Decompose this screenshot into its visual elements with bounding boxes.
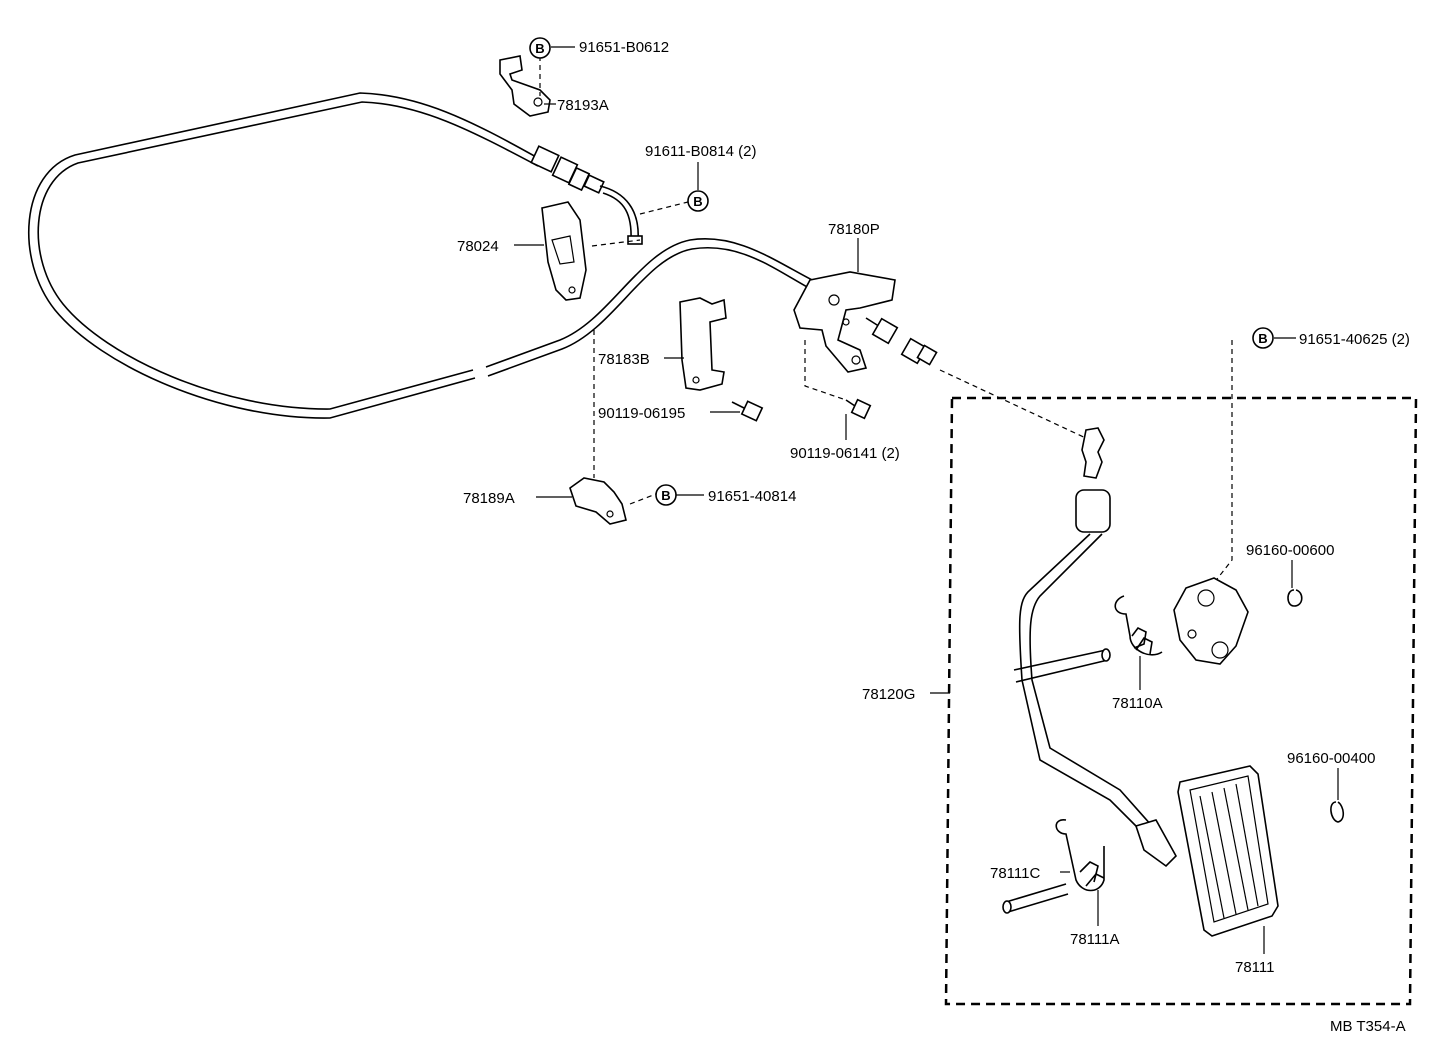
svg-text:B: B: [1258, 331, 1267, 346]
bolt-marker-b-4: B: [1252, 327, 1274, 349]
assembly-leaders: [539, 56, 1233, 589]
bracket-78024: [541, 201, 587, 301]
pedal-lever-78120G: [1013, 427, 1177, 868]
label-96160-00600: 96160-00600: [1246, 542, 1334, 559]
accelerator-cable: [28, 92, 823, 419]
bolt-marker-b-1: B: [529, 37, 551, 59]
e-ring-96160-00600: [1287, 589, 1303, 607]
label-90119-06195: 90119-06195: [598, 405, 685, 422]
svg-text:B: B: [693, 194, 702, 209]
clip-78193A: [499, 55, 551, 117]
bolt-marker-b-3: B: [655, 484, 677, 506]
clamp-78189A: [569, 477, 627, 525]
label-78120G: 78120G: [862, 686, 915, 703]
label-91651-40814: 91651-40814: [708, 488, 796, 505]
label-96160-00400: 96160-00400: [1287, 750, 1375, 767]
bracket-78183B: [679, 297, 727, 391]
label-78180P: 78180P: [828, 221, 880, 238]
pedal-pad-78111: [1177, 765, 1279, 937]
diagram-code: MB T354-A: [1330, 1018, 1406, 1035]
label-78110A: 78110A: [1112, 695, 1163, 712]
label-91651-40625: 91651-40625 (2): [1299, 331, 1410, 348]
bolt-90119-06195: [731, 400, 764, 422]
label-78111A: 78111A: [1070, 931, 1120, 948]
label-78111C: 78111C: [990, 865, 1040, 882]
bolt-90119-06141: [845, 398, 872, 420]
pin-78111C: [1002, 883, 1069, 914]
svg-text:B: B: [535, 41, 544, 56]
pedal-bracket-cam: [1173, 577, 1249, 665]
label-90119-06141: 90119-06141 (2): [790, 445, 900, 462]
pedal-assembly-box: [944, 396, 1418, 1006]
e-ring-96160-00400: [1330, 801, 1345, 823]
spring-78110A: [1114, 595, 1163, 656]
lever-bracket-78180P: [793, 271, 938, 373]
svg-text:B: B: [661, 488, 670, 503]
label-78111: 78111: [1235, 959, 1275, 976]
spring-78111A: [1055, 819, 1105, 892]
label-91651-B0612: 91651-B0612: [579, 39, 669, 56]
label-78024: 78024: [457, 238, 499, 255]
label-78183B: 78183B: [598, 351, 650, 368]
callout-leaders: [514, 46, 1339, 954]
bolt-marker-b-2: B: [687, 190, 709, 212]
label-78189A: 78189A: [463, 490, 515, 507]
label-91611-B0814: 91611-B0814 (2): [645, 143, 756, 160]
label-78193A: 78193A: [557, 97, 609, 114]
